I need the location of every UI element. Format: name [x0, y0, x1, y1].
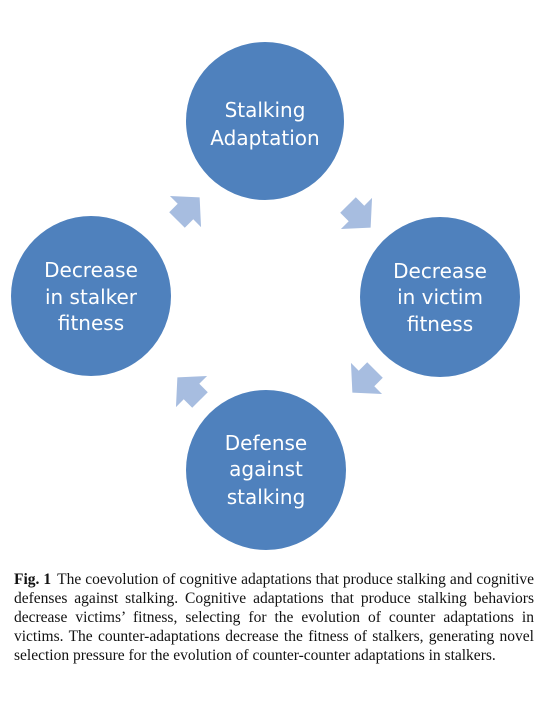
coevolution-cycle-diagram: Stalking Adaptation Decrease in victim f… — [11, 42, 520, 550]
node-decrease-stalker-fitness: Decrease in stalker fitness — [11, 216, 171, 376]
figure-label: Fig. 1 — [14, 571, 52, 588]
node-label-line: fitness — [58, 311, 124, 335]
node-label-line: Defense — [225, 431, 307, 455]
node-label-line: in victim — [397, 285, 483, 309]
figure-caption-text: The coevolution of cognitive adaptations… — [14, 571, 535, 664]
arrow-bottom-to-left — [175, 375, 208, 408]
node-label-line: fitness — [407, 312, 473, 336]
arrow-top-to-right — [340, 197, 373, 230]
node-label-line: Decrease — [44, 258, 138, 282]
node-defense-against-stalking: Defense against stalking — [186, 390, 346, 550]
node-decrease-victim-fitness: Decrease in victim fitness — [360, 217, 520, 377]
node-label-line: against — [229, 457, 303, 481]
arrow-right-to-bottom — [350, 362, 383, 395]
node-stalking-adaptation: Stalking Adaptation — [186, 42, 344, 200]
node-label-line: stalking — [227, 485, 306, 509]
node-label-line: Decrease — [393, 259, 487, 283]
node-label-line: Adaptation — [210, 126, 319, 150]
node-label-line: in stalker — [45, 285, 138, 309]
node-label-line: Stalking — [225, 98, 306, 122]
arrow-left-to-top — [169, 195, 202, 228]
